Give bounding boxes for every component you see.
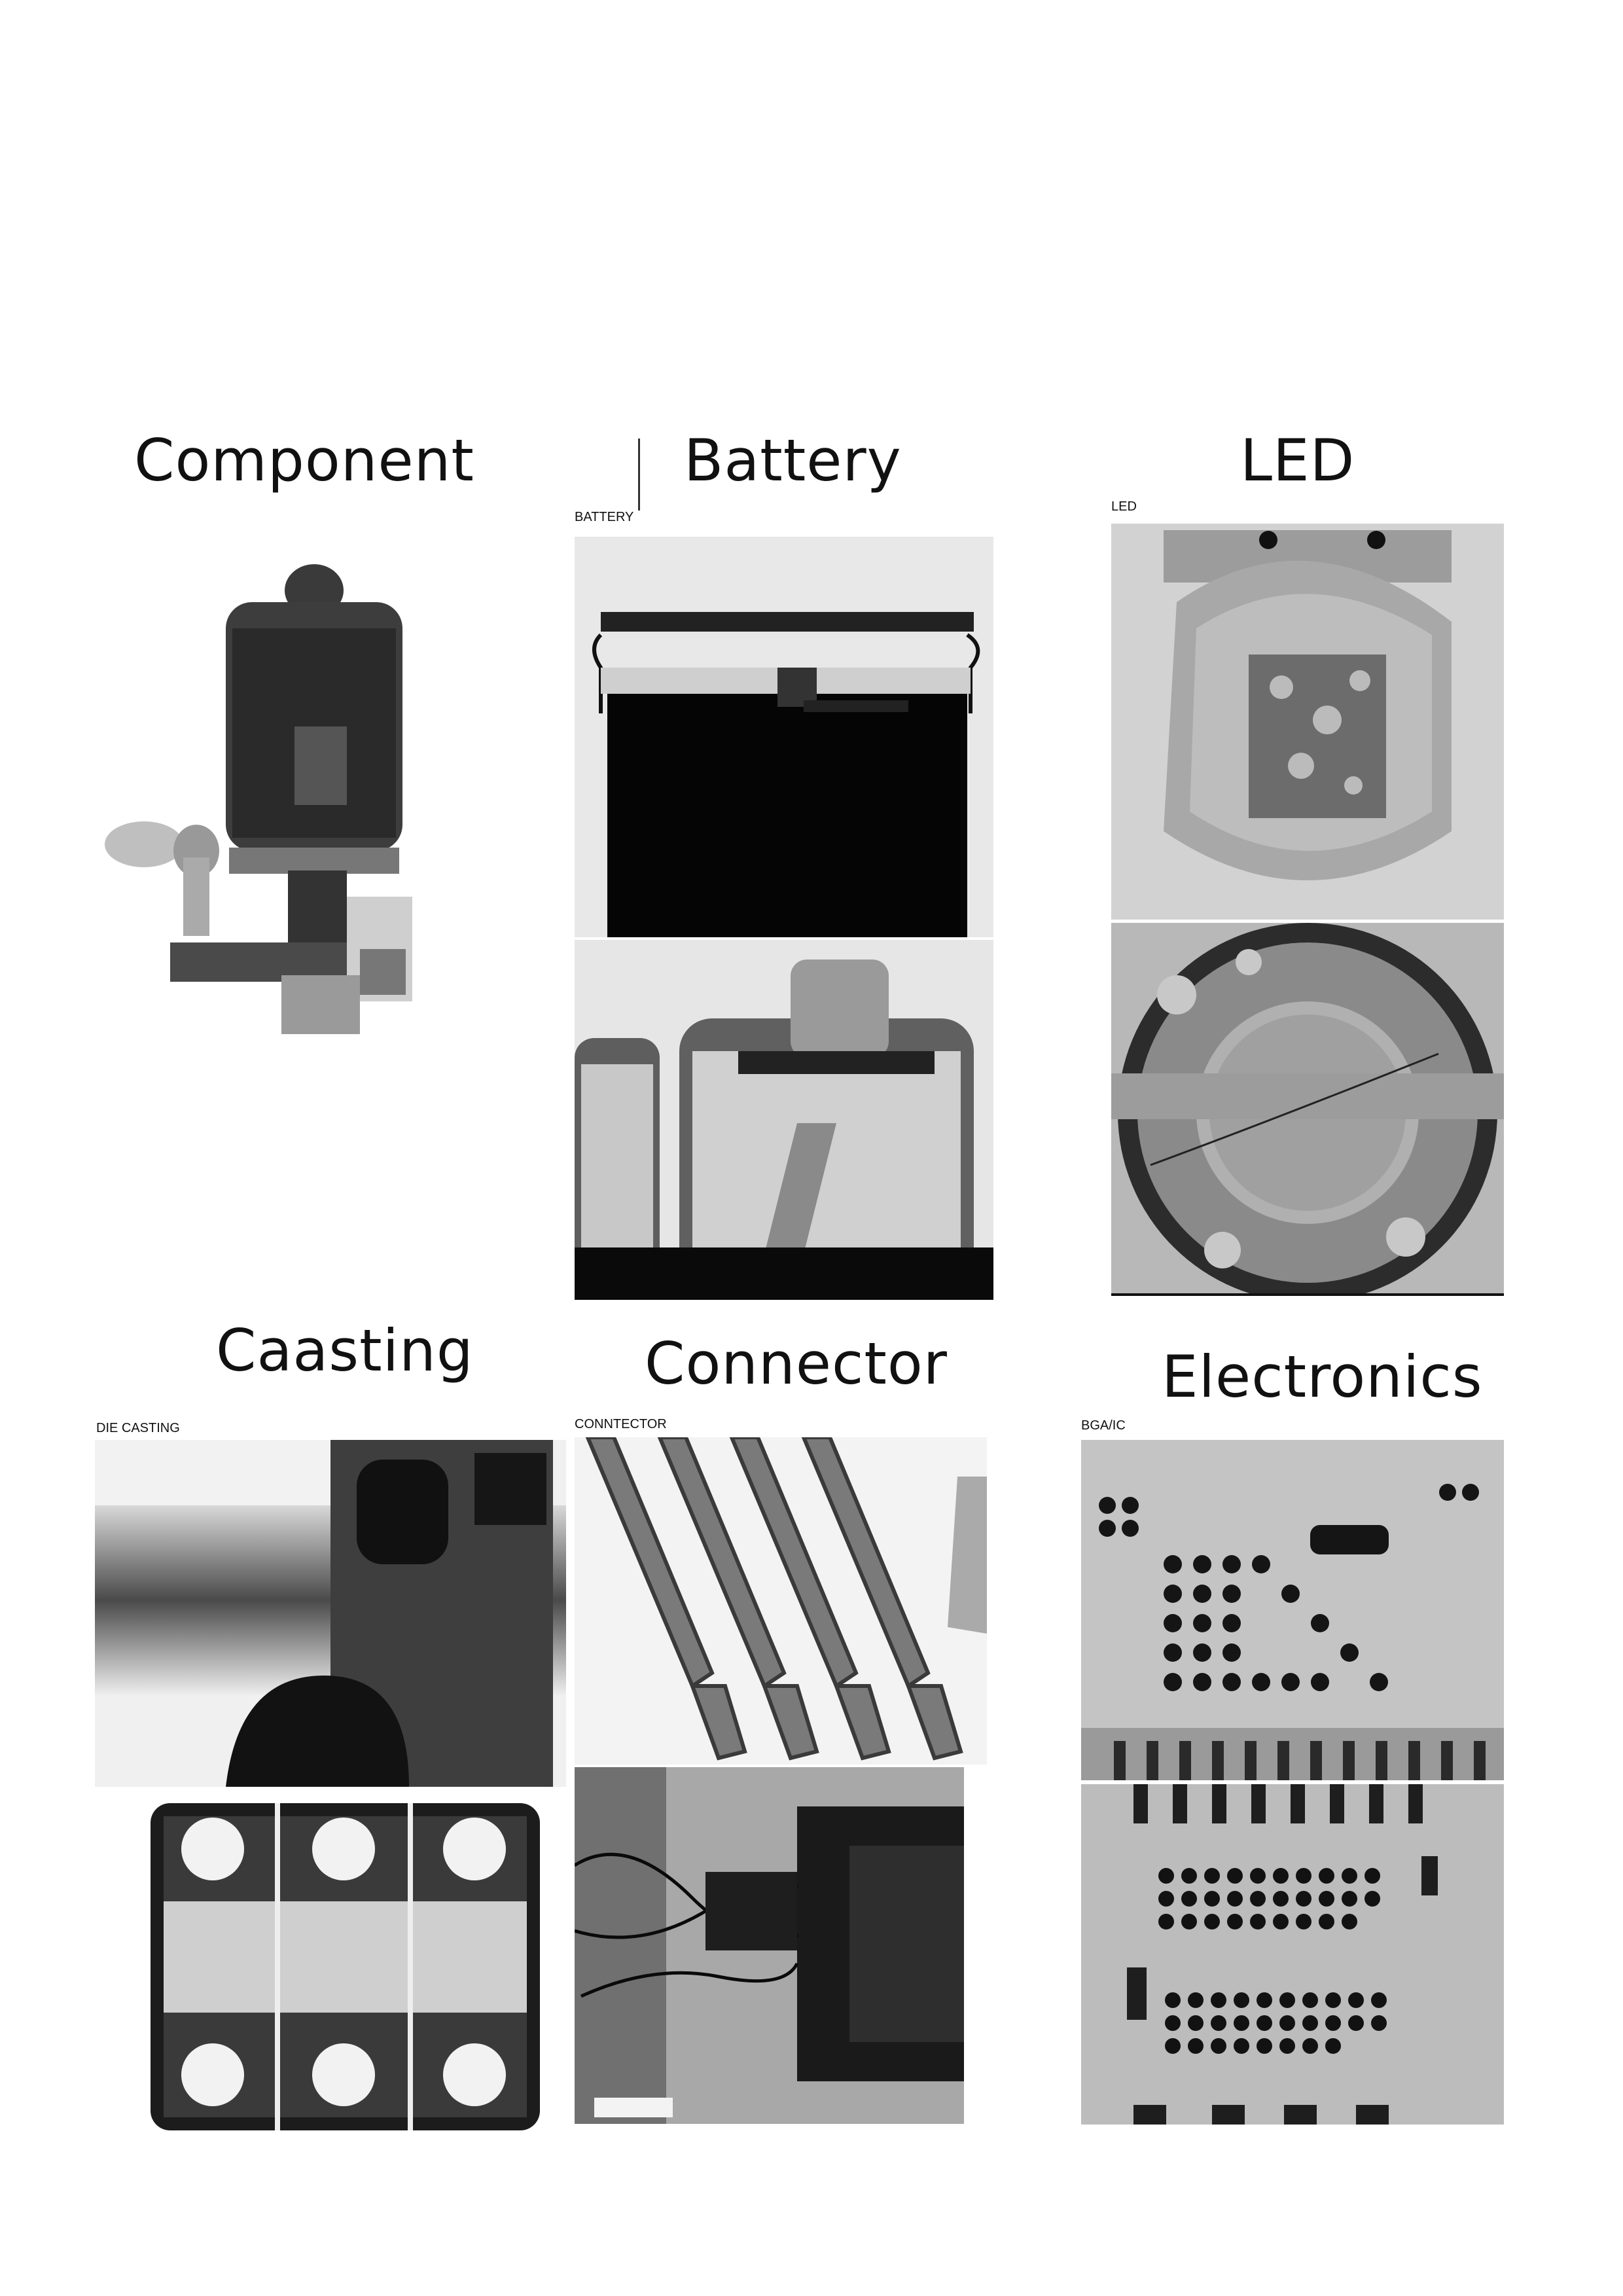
heading-connector: Connector [645, 1330, 948, 1397]
heading-battery: Battery [684, 427, 902, 494]
caption-connector: CONNTECTOR [575, 1417, 667, 1431]
die-casting-xray-image-2 [147, 1797, 543, 2134]
bga-ic-xray-image-1 [1081, 1440, 1504, 1780]
divider [638, 439, 640, 511]
caption-die-casting: DIE CASTING [96, 1421, 180, 1435]
battery-xray-image-2 [575, 940, 993, 1300]
component-xray-image [98, 556, 425, 1080]
caption-led: LED [1111, 499, 1137, 514]
heading-component: Component [134, 427, 474, 494]
led-xray-image-1 [1111, 524, 1504, 920]
bga-ic-xray-image-2 [1081, 1784, 1504, 2125]
connector-xray-image-1 [575, 1437, 987, 1765]
battery-xray-image-1 [575, 537, 993, 937]
led-xray-image-2 [1111, 923, 1504, 1296]
caption-battery: BATTERY [575, 510, 634, 524]
connector-xray-image-2 [575, 1767, 964, 2124]
caption-bga-ic: BGA/IC [1081, 1418, 1126, 1433]
heading-electronics: Electronics [1162, 1343, 1483, 1410]
heading-led: LED [1240, 427, 1355, 494]
heading-casting: Caasting [216, 1317, 474, 1384]
die-casting-xray-image-1 [95, 1440, 566, 1787]
